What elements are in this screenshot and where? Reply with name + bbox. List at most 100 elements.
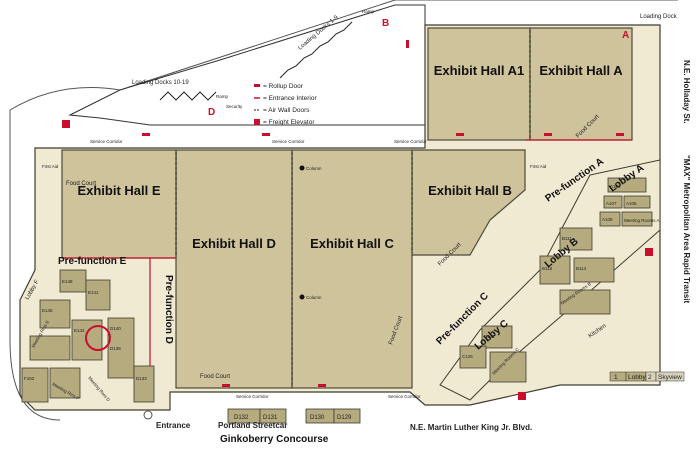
room-a105-label: A105 <box>626 201 637 206</box>
room-meeting-rms-e[interactable] <box>29 335 71 361</box>
hall-a1-label: Exhibit Hall A1 <box>434 63 525 78</box>
svg-text:1: 1 <box>614 374 618 381</box>
freight-elevator <box>62 120 70 128</box>
legend-freight: = Freight Elevator <box>263 119 315 126</box>
room-b118[interactable] <box>539 255 571 285</box>
exhibit-hall-a[interactable] <box>529 27 633 141</box>
food-court-d-label: Food Court <box>200 374 230 380</box>
entrance-label: Entrance <box>156 421 191 430</box>
room-meeting-rooms-a[interactable] <box>621 211 653 227</box>
first-aid-a-label: First Aid <box>530 164 547 169</box>
room-c125-label: C125 <box>462 354 473 359</box>
room-a108-label: A108 <box>602 217 613 222</box>
meeting-rooms-a-label: Meeting Rooms A <box>624 218 660 223</box>
service-corridor-label: Service Corridor <box>272 139 305 144</box>
ramp-d-label: Ramp <box>216 94 229 99</box>
meeting-rooms-a-block <box>599 177 653 227</box>
room-meeting-rms-f[interactable] <box>49 367 81 399</box>
room-e148-label: E148 <box>62 279 73 284</box>
room-meeting-rooms-c[interactable] <box>489 351 527 383</box>
room-e145[interactable] <box>39 299 71 329</box>
entrance-icon <box>143 410 153 420</box>
column-marker <box>299 165 305 171</box>
svg-text:2: 2 <box>648 374 652 381</box>
room-d135-d140[interactable] <box>107 317 135 379</box>
room-d129-label: D129 <box>337 415 352 421</box>
room-b111[interactable] <box>559 227 593 251</box>
room-c125[interactable] <box>459 345 487 369</box>
room-f152[interactable] <box>21 367 49 403</box>
service-corridor-label: Service Corridor <box>394 139 427 144</box>
service-corridor-label: Service Corridor <box>236 394 269 399</box>
dock-zigzag-10-19 <box>159 91 217 101</box>
room-e145-label: E145 <box>42 308 53 313</box>
concourse-label: Ginkoberry Concourse <box>220 434 329 445</box>
dock-marker-a: A <box>622 30 629 41</box>
loading-docks-10-19-label: Loading Docks 10-19 <box>132 80 189 86</box>
hall-c-label: Exhibit Hall C <box>310 236 394 251</box>
service-corridor-label: Service Corridor <box>388 394 421 399</box>
hall-d-label: Exhibit Hall D <box>192 236 276 251</box>
column-label-2: Column <box>306 295 322 300</box>
room-meeting-rooms-b[interactable] <box>559 289 611 315</box>
room-d131[interactable] <box>259 408 287 424</box>
meeting-rooms-ef-block <box>21 269 111 403</box>
legend-rollup: = Rollup Door <box>263 83 304 90</box>
exhibit-hall-d[interactable] <box>175 149 293 389</box>
street-south-label: N.E. Martin Luther King Jr. Blvd. <box>410 423 532 432</box>
exhibit-hall-c[interactable] <box>291 149 413 389</box>
loading-dock-area <box>68 4 426 126</box>
room-c121[interactable] <box>481 325 513 349</box>
room-a108[interactable] <box>599 211 621 227</box>
level-legend: 1 Lobby 2 Skyview <box>609 371 685 382</box>
loading-dock-label: Loading Dock <box>640 14 678 20</box>
room-b118-label: B118 <box>542 266 553 271</box>
legend-air-wall: = Air Wall Doors <box>263 107 310 114</box>
room-d133[interactable] <box>133 365 155 403</box>
freight-elevator <box>645 248 653 256</box>
room-d133-label: D133 <box>136 376 147 381</box>
site-outline-west <box>9 110 61 421</box>
rollup-doors <box>142 40 624 387</box>
dock-zigzag-1-9 <box>279 21 353 79</box>
service-corridor-label: Service Corridor <box>90 139 123 144</box>
streetcar-label: Portland Streetcar <box>218 421 287 430</box>
street-east-label: "MAX" Metropolitan Area Rapid Transit <box>682 155 691 304</box>
legend-rollup-swatch <box>254 84 260 87</box>
room-e141[interactable] <box>85 279 111 311</box>
svg-text:Lobby: Lobby <box>628 374 646 381</box>
prefunction-d-label: Pre-function D <box>163 275 174 344</box>
room-c121-label: C121 <box>484 334 495 339</box>
room-f152-label: F152 <box>24 376 35 381</box>
legend-freight-swatch <box>254 119 260 125</box>
exhibit-hall-a1[interactable] <box>427 27 531 141</box>
freight-elevator <box>518 392 526 400</box>
first-aid-e-label: First Aid <box>42 164 59 169</box>
hall-e-label: Exhibit Hall E <box>77 183 160 198</box>
room-a103[interactable] <box>607 177 647 193</box>
legend-entrance-interior: = Entrance Interior <box>263 95 317 102</box>
room-a107[interactable] <box>603 195 623 209</box>
room-b114[interactable] <box>573 257 615 283</box>
room-d130-label: D130 <box>310 415 325 421</box>
room-a105[interactable] <box>623 195 651 209</box>
exhibit-hall-e[interactable] <box>61 149 177 259</box>
room-d131-label: D131 <box>263 415 278 421</box>
street-north-label: N.E. Holladay St. <box>682 60 691 124</box>
highlight-circle <box>85 325 111 351</box>
dock-marker-b: B <box>382 18 389 29</box>
ramp-b-label: Ramp <box>362 9 375 14</box>
room-e141-label: E141 <box>88 290 99 295</box>
column-label-1: Column <box>306 166 322 171</box>
legend: = Rollup Door = Entrance Interior = Air … <box>254 83 317 126</box>
prefunction-e-label: Pre-function E <box>58 256 127 267</box>
security-label: Security <box>226 104 243 109</box>
hall-b-label: Exhibit Hall B <box>428 183 512 198</box>
room-d129[interactable] <box>333 408 361 424</box>
food-court-e-label: Food Court <box>66 181 96 187</box>
room-a103-label: A103 <box>610 184 621 189</box>
svg-text:Skyview: Skyview <box>658 374 682 381</box>
column-marker <box>299 294 305 300</box>
